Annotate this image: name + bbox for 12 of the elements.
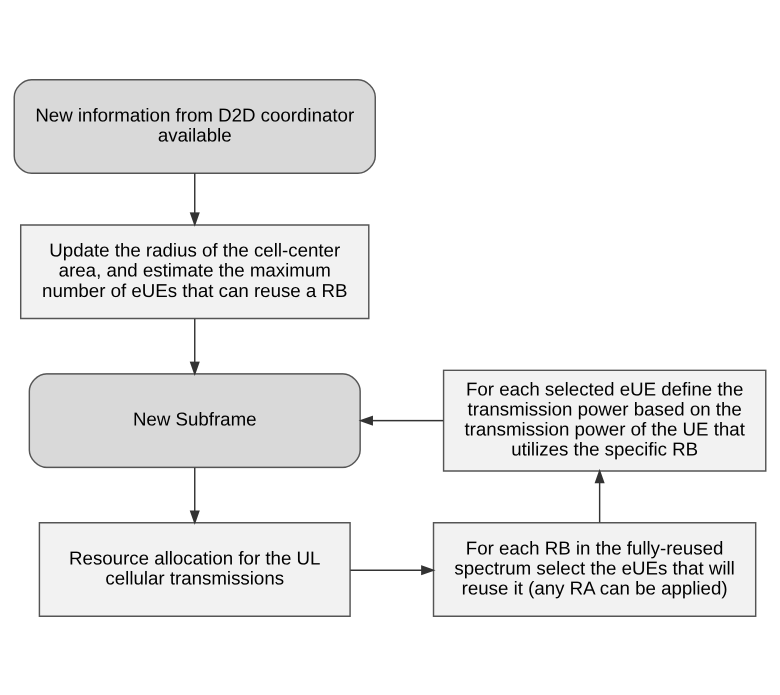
node-box: For each RB in the fully-reused spectrum select the eUEs that will reuse it (any RA can be applied) bbox=[432, 522, 756, 616]
node-box: New information from D2D coordinator available bbox=[14, 78, 376, 174]
node-box: New Subframe bbox=[28, 372, 361, 468]
arrow bbox=[594, 468, 605, 522]
arrow bbox=[358, 415, 444, 426]
node-box: Resource allocation for the UL cellular transmissions bbox=[38, 522, 351, 616]
arrow bbox=[190, 318, 200, 376]
arrow bbox=[350, 564, 436, 575]
arrow bbox=[190, 467, 200, 524]
node-box: For each selected eUE define the transmission power based on the transmission power of the UE that utilizes the specific RB bbox=[442, 369, 766, 472]
arrow bbox=[190, 172, 200, 226]
node-box: Update the radius of the cell-center area, and estimate the maximum number of eUEs that can reuse a RB bbox=[20, 224, 370, 319]
